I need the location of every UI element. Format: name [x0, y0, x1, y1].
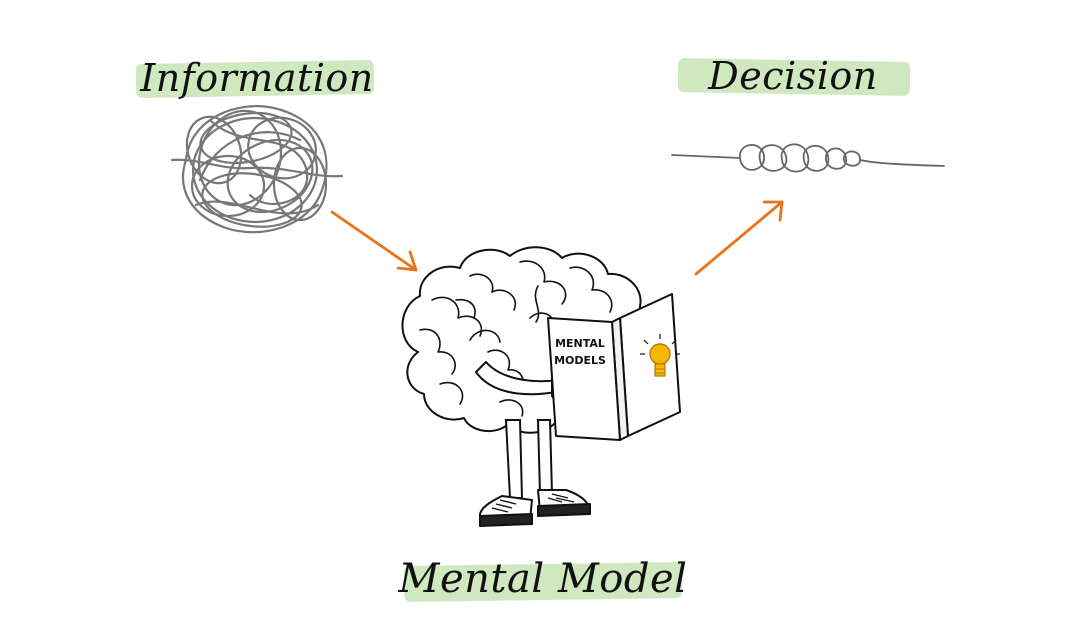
tangled-scribble-icon [170, 105, 344, 234]
book-front-cover [547, 317, 621, 441]
mental-model-text: Mental Model [398, 556, 688, 602]
arrow-brain-to-decision [694, 200, 784, 276]
information-label: Information [132, 48, 382, 108]
book-title-line1: MENTAL [555, 337, 605, 350]
decision-text: Decision [708, 54, 878, 98]
mental-model-label: Mental Model [398, 548, 688, 610]
information-text: Information [140, 56, 374, 100]
arrow-information-to-brain [330, 210, 418, 272]
decision-label: Decision [668, 46, 918, 106]
left-shoe-icon [479, 495, 533, 527]
book-title-line2: MODELS [554, 354, 606, 367]
right-shoe-icon [537, 489, 591, 517]
lightbulb-icon [640, 334, 680, 377]
loop-line-icon [671, 143, 945, 173]
book-icon [547, 293, 681, 441]
book-back-cover [619, 293, 681, 437]
